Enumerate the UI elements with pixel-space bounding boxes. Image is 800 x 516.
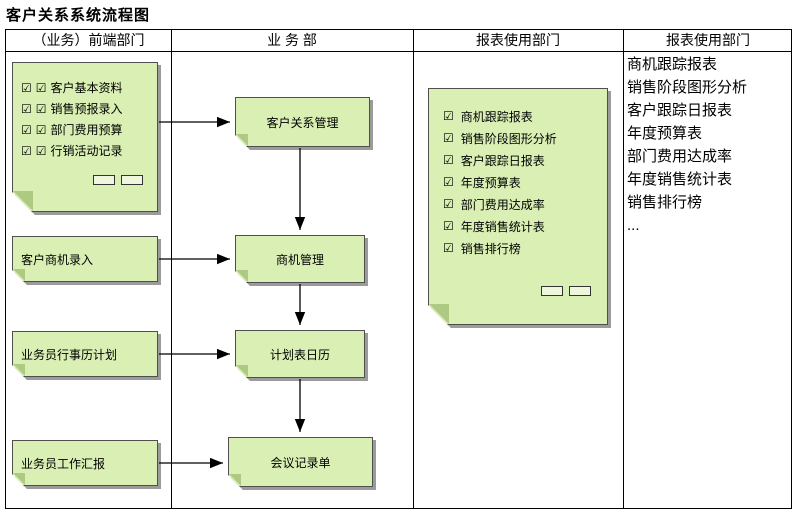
checkbox-icon[interactable]: ☑ (35, 80, 47, 95)
node-label: 业务员工作汇报 (21, 456, 106, 471)
node-opportunity-mgmt[interactable]: 商机管理 (235, 235, 365, 283)
list-item: 销售阶段图形分析 (627, 79, 748, 96)
checkbox-icon[interactable]: ☑ (35, 122, 47, 137)
node-label: 计划表日历 (269, 347, 330, 362)
note-item-label: 客户基本资料 (50, 81, 123, 95)
list-item: ☑ 商机跟踪报表 (443, 105, 603, 127)
swimlane-table: （业务）前端部门 业 务 部 报表使用部门 报表使用部门 (5, 29, 792, 509)
note-item-label: 客户跟踪日报表 (460, 153, 545, 168)
list-item: ☑ ☑ 部门费用预算 (21, 119, 153, 140)
list-item: ☑ ☑ 行销活动记录 (21, 140, 153, 161)
lane-header-report: 报表使用部门 (476, 32, 560, 48)
folded-corner-icon (13, 191, 33, 211)
checkbox-icon[interactable]: ☑ (35, 143, 47, 158)
note-item-label: 年度销售统计表 (460, 219, 545, 234)
lane-divider-3 (623, 30, 624, 508)
mini-button[interactable] (569, 286, 591, 296)
list-item: 客户跟踪日报表 (627, 102, 733, 119)
node-crm[interactable]: 客户关系管理 (235, 97, 370, 147)
list-item: 商机跟踪报表 (627, 56, 718, 73)
folded-corner-icon (236, 270, 248, 282)
checkbox-icon[interactable]: ☑ (35, 101, 47, 116)
checkbox-icon[interactable]: ☑ (443, 175, 454, 189)
node-front-entry-note[interactable]: ☑ ☑ 客户基本资料 ☑ ☑ 销售预报录入 ☑ ☑ 部门费用预算 ☑ ☑ (12, 62, 158, 212)
lane-header-report-list: 报表使用部门 (666, 32, 750, 48)
folded-corner-icon (236, 134, 248, 146)
node-label: 客户商机录入 (21, 252, 94, 267)
note-item-label: 年度预算表 (460, 175, 521, 190)
note-item-label: 销售阶段图形分析 (460, 131, 557, 146)
page-title: 客户关系系统流程图 (6, 7, 151, 24)
checkbox-icon[interactable]: ☑ (443, 241, 454, 255)
node-work-report[interactable]: 业务员工作汇报 (12, 440, 158, 486)
checkbox-icon[interactable]: ☑ (21, 143, 32, 158)
folded-corner-icon (13, 364, 25, 376)
lane-header-front: （业务）前端部门 (32, 32, 145, 48)
note-buttons (93, 175, 143, 185)
checkbox-icon[interactable]: ☑ (443, 109, 454, 123)
checkbox-icon[interactable]: ☑ (21, 122, 32, 137)
mini-button[interactable] (121, 175, 143, 185)
list-item: ... (627, 217, 640, 234)
note-item-label: 行销活动记录 (50, 144, 123, 158)
note-item-label: 部门费用达成率 (460, 197, 545, 212)
lane-divider-2 (413, 30, 414, 508)
list-item: ☑ 年度预算表 (443, 171, 603, 193)
checkbox-icon[interactable]: ☑ (21, 101, 32, 116)
list-item: ☑ ☑ 销售预报录入 (21, 98, 153, 119)
node-meeting-minutes[interactable]: 会议记录单 (228, 437, 373, 487)
node-label: 会议记录单 (270, 455, 331, 470)
node-schedule-calendar[interactable]: 计划表日历 (235, 330, 365, 378)
note-item-label: 销售预报录入 (50, 102, 123, 116)
checkbox-icon[interactable]: ☑ (443, 219, 454, 233)
note-item-label: 商机跟踪报表 (460, 109, 533, 124)
lane-divider-1 (171, 30, 172, 508)
folded-corner-icon (236, 365, 248, 377)
node-label: 商机管理 (275, 252, 324, 267)
checkbox-icon[interactable]: ☑ (443, 131, 454, 145)
folded-corner-icon (13, 269, 25, 281)
folded-corner-icon (13, 473, 25, 485)
list-item: 年度销售统计表 (627, 171, 733, 188)
node-label: 客户关系管理 (266, 115, 339, 130)
mini-button[interactable] (93, 175, 115, 185)
node-opportunity-entry[interactable]: 客户商机录入 (12, 236, 158, 282)
note-item-label: 部门费用预算 (50, 123, 123, 137)
header-divider (6, 51, 791, 52)
list-item: ☑ ☑ 客户基本资料 (21, 77, 153, 98)
node-label: 业务员行事历计划 (21, 347, 118, 362)
note-item-label: 销售排行榜 (460, 241, 521, 256)
list-item: 年度预算表 (627, 125, 703, 142)
note-buttons (541, 286, 591, 296)
report-checklist: ☑ 商机跟踪报表 ☑ 销售阶段图形分析 ☑ 客户跟踪日报表 ☑ 年度预算表 ☑ (443, 105, 603, 259)
list-item: 销售排行榜 (627, 194, 703, 211)
checkbox-icon[interactable]: ☑ (443, 153, 454, 167)
list-item: ☑ 销售阶段图形分析 (443, 127, 603, 149)
list-item: ☑ 部门费用达成率 (443, 193, 603, 215)
list-item: ☑ 年度销售统计表 (443, 215, 603, 237)
list-item: ☑ 销售排行榜 (443, 237, 603, 259)
folded-corner-icon (229, 474, 241, 486)
node-calendar-plan[interactable]: 业务员行事历计划 (12, 331, 158, 377)
list-item: ☑ 客户跟踪日报表 (443, 149, 603, 171)
folded-corner-icon (429, 304, 449, 324)
checkbox-icon[interactable]: ☑ (21, 80, 32, 95)
node-report-note[interactable]: ☑ 商机跟踪报表 ☑ 销售阶段图形分析 ☑ 客户跟踪日报表 ☑ 年度预算表 ☑ (428, 88, 608, 325)
report-text-list: 商机跟踪报表 销售阶段图形分析 客户跟踪日报表 年度预算表 部门费用达成率 年度… (627, 53, 789, 237)
lane-header-business: 业 务 部 (267, 32, 317, 48)
list-item: 部门费用达成率 (627, 148, 733, 165)
mini-button[interactable] (541, 286, 563, 296)
checkbox-icon[interactable]: ☑ (443, 197, 454, 211)
entry-note-checklist: ☑ ☑ 客户基本资料 ☑ ☑ 销售预报录入 ☑ ☑ 部门费用预算 ☑ ☑ (21, 77, 153, 161)
